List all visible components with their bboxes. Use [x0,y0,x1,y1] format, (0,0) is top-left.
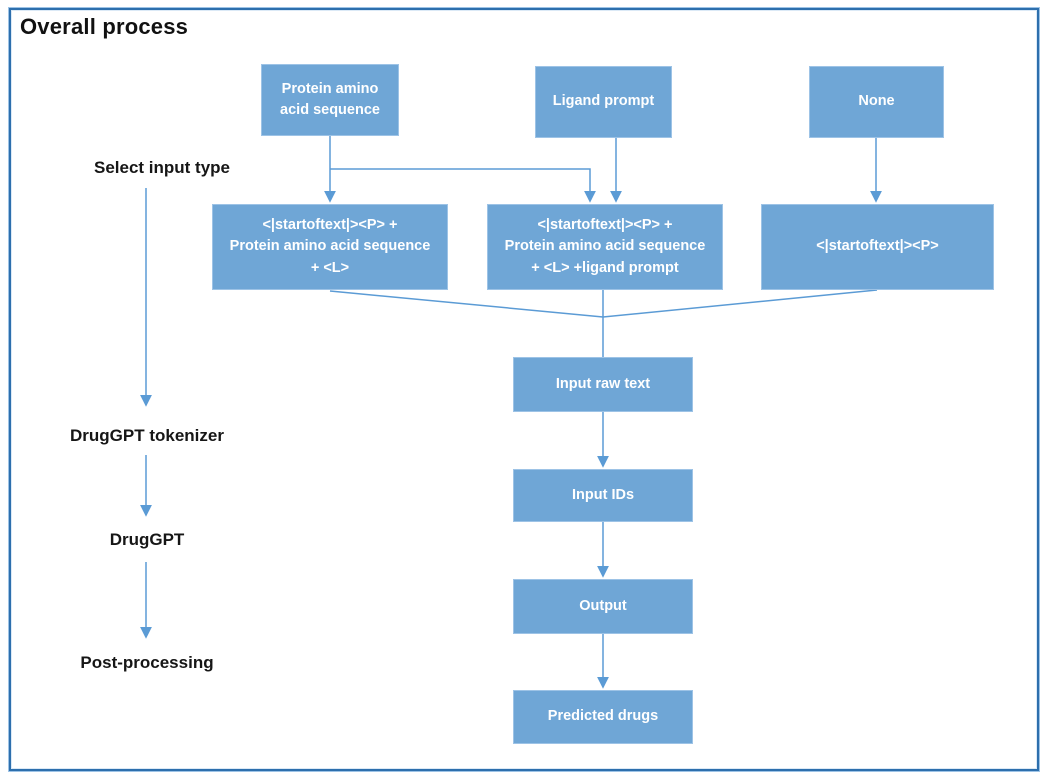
pipeline-box-predicted-drugs: Predicted drugs [513,690,693,744]
page-title: Overall process [20,14,189,39]
stage-label-druggpt-tokenizer: DrugGPT tokenizer [70,426,224,445]
stage-label-post-processing: Post-processing [80,653,214,672]
input-box-none: None [809,66,944,138]
pipeline-box-output: Output [513,579,693,634]
diagram-frame [9,8,1039,771]
stage-label-select-input-type: Select input type [93,158,231,177]
pipeline-box-input-raw-text: Input raw text [513,357,693,412]
input-box-ligand-prompt: Ligand prompt [535,66,672,138]
input-box-protein-sequence: Protein amino acid sequence [261,64,399,136]
template-box-protein-only: <|startoftext|><P> + Protein amino acid … [212,204,448,290]
stage-label-druggpt: DrugGPT [109,530,185,549]
template-box-protein-and-ligand: <|startoftext|><P> + Protein amino acid … [487,204,723,290]
template-box-none: <|startoftext|><P> [761,204,994,290]
pipeline-box-input-ids: Input IDs [513,469,693,522]
